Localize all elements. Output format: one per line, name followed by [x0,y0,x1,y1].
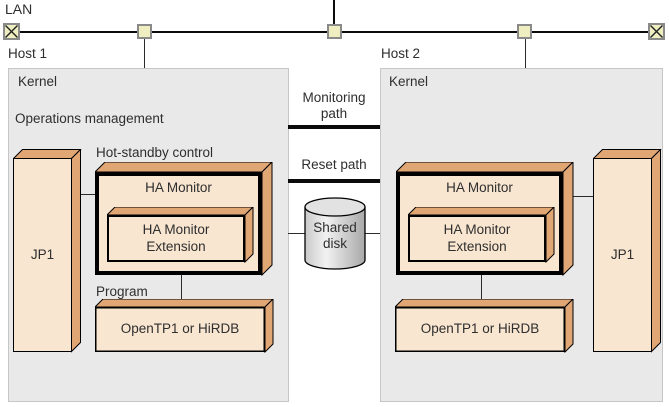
lan-label: LAN [5,1,33,17]
host1-title: Host 1 [8,46,48,61]
middleware-label-host2: OpenTP1 or HiRDB [420,321,540,337]
shared-disk-icon [303,196,367,277]
jp1-label-host1: JP1 [30,246,55,262]
jp1-box-host2 [593,149,662,353]
monitoring-path-line [288,125,380,129]
ha-monitor-extension-label-host2: HA Monitor Extension [443,222,511,254]
host1-kernel-label: Kernel [18,74,58,89]
operations-management-label: Operations management [15,111,164,126]
jp1-box-host1 [13,149,82,353]
host1-lan-drop-line [144,39,145,68]
reset-path-line [288,179,380,183]
jp1-label-host2: JP1 [610,246,635,262]
ha-monitor-label-host1: HA Monitor [145,180,212,195]
ha-monitor-extension-box-host2 [408,207,555,263]
ha-monitor-label-host2: HA Monitor [446,180,513,195]
ha-monitor-extension-box-host1 [107,207,254,263]
middleware-box-host2 [395,299,574,353]
jp1-ha-connector-host1 [72,194,95,195]
program-label: Program [96,284,148,299]
host2-lan-drop-line [525,39,526,68]
lan-terminator-icon [648,23,665,40]
monitoring-path-label: Monitoring path [302,90,366,121]
hot-standby-control-label: Hot-standby control [96,145,214,160]
lan-node-host1 [137,24,152,39]
ha-middleware-connector-host2 [481,275,482,307]
host2-kernel-label: Kernel [389,74,429,89]
reset-path-label: Reset path [301,157,367,172]
shared-disk-label: Shared disk [313,219,357,251]
middleware-box-host1 [95,299,274,353]
middleware-label-host1: OpenTP1 or HiRDB [120,321,240,337]
host2-title: Host 2 [381,46,421,61]
lan-node-uplink [327,24,342,39]
x-icon [5,25,18,38]
lan-node-host2 [517,24,532,39]
jp1-ha-connector-host2 [573,196,593,197]
ha-monitor-extension-label-host1: HA Monitor Extension [142,222,210,254]
lan-riser-line [333,0,335,26]
lan-terminator-icon [3,23,20,40]
ha-middleware-connector-host1 [181,275,182,307]
x-icon [650,25,663,38]
